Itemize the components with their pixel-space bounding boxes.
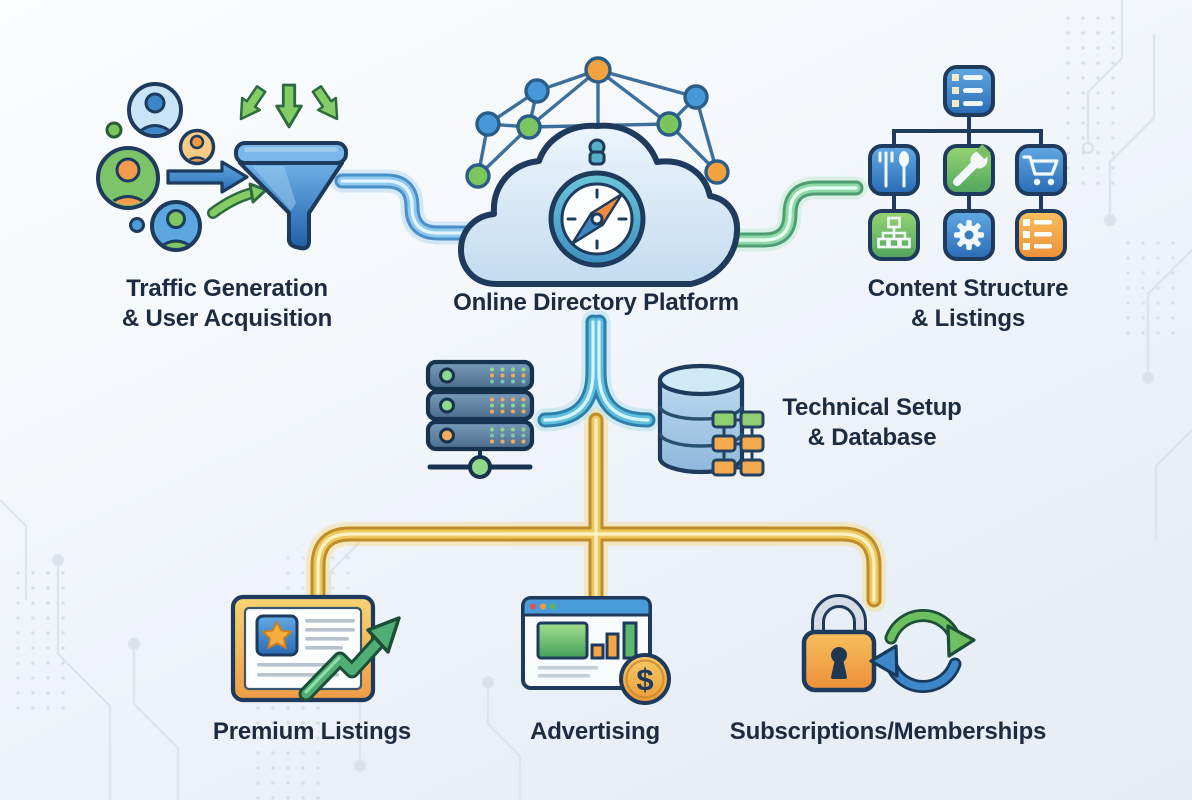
star-icon xyxy=(262,621,292,649)
connector-revenue-branches xyxy=(306,408,886,618)
network-node xyxy=(465,163,491,189)
label-traffic: Traffic Generation & User Acquisition xyxy=(122,274,332,334)
network-node xyxy=(516,114,542,140)
user-avatars-group xyxy=(96,82,216,252)
label-premium-line1: Premium Listings xyxy=(212,718,412,745)
user-avatar xyxy=(96,146,160,210)
server-rack-icon xyxy=(425,359,535,479)
label-platform: Online Directory Platform xyxy=(453,288,739,318)
network-node-icon xyxy=(468,455,492,479)
network-graph-icon xyxy=(465,56,730,189)
label-subscriptions: Subscriptions/Memberships xyxy=(729,717,1047,747)
label-traffic-line1: Traffic Generation xyxy=(126,275,328,302)
user-avatar xyxy=(150,200,202,252)
restaurant-icon xyxy=(868,144,920,196)
network-node xyxy=(524,78,550,104)
certificate-icon xyxy=(230,594,376,703)
sitemap-icon xyxy=(868,209,920,261)
label-content-line2: & Listings xyxy=(910,305,1026,332)
network-node xyxy=(475,111,501,137)
network-node xyxy=(656,111,682,137)
connector-platform-to-content xyxy=(724,176,868,252)
compass-icon xyxy=(548,138,646,268)
user-avatar xyxy=(178,128,216,166)
label-technical-line1: Technical Setup xyxy=(782,394,962,421)
label-platform-line1: Online Directory Platform xyxy=(453,289,739,316)
label-content: Content Structure & Listings xyxy=(868,274,1069,334)
recurring-arrows-icon xyxy=(869,609,976,693)
green-dot xyxy=(105,121,123,139)
connector-platform-to-technical xyxy=(533,310,660,432)
list-icon xyxy=(943,65,995,117)
dollar-coin-icon: $ xyxy=(619,653,671,705)
user-avatar xyxy=(127,82,183,138)
shopping-cart-icon xyxy=(1015,144,1067,196)
category-tree xyxy=(868,65,1067,261)
browser-window-icon xyxy=(521,596,652,690)
ad-banner xyxy=(536,621,589,660)
window-dot-red xyxy=(530,603,536,610)
green-arrow-icon xyxy=(230,81,272,127)
label-traffic-line2: & User Acquisition xyxy=(121,305,333,332)
inflow-arrows xyxy=(230,81,348,129)
connector-traffic-to-platform xyxy=(330,169,492,245)
label-advertising: Advertising xyxy=(530,717,660,747)
green-curved-arrow-icon xyxy=(207,182,268,219)
padlock-icon xyxy=(801,594,877,693)
blue-dot xyxy=(129,217,145,233)
green-arrow-icon xyxy=(275,83,303,129)
wrench-icon xyxy=(943,144,995,196)
gear-icon xyxy=(943,209,995,261)
growth-arrow-icon xyxy=(298,616,401,702)
label-content-line1: Content Structure xyxy=(867,275,1069,302)
blue-arrow-icon xyxy=(166,160,249,194)
network-node xyxy=(683,84,709,110)
network-node xyxy=(584,56,612,84)
schema-blocks-icon xyxy=(711,410,765,477)
dollar-sign: $ xyxy=(636,662,653,697)
orange-list-icon xyxy=(1015,209,1067,261)
label-premium: Premium Listings xyxy=(213,717,411,747)
window-dot-green xyxy=(550,603,556,610)
green-arrow-icon xyxy=(306,81,348,127)
label-advertising-line1: Advertising xyxy=(530,718,660,745)
label-technical-line2: & Database xyxy=(807,424,937,451)
label-technical: Technical Setup & Database xyxy=(782,393,961,453)
window-dot-orange xyxy=(540,603,546,610)
funnel-icon xyxy=(234,141,348,251)
label-subscriptions-line1: Subscriptions/Memberships xyxy=(729,718,1047,745)
network-node xyxy=(704,159,730,185)
